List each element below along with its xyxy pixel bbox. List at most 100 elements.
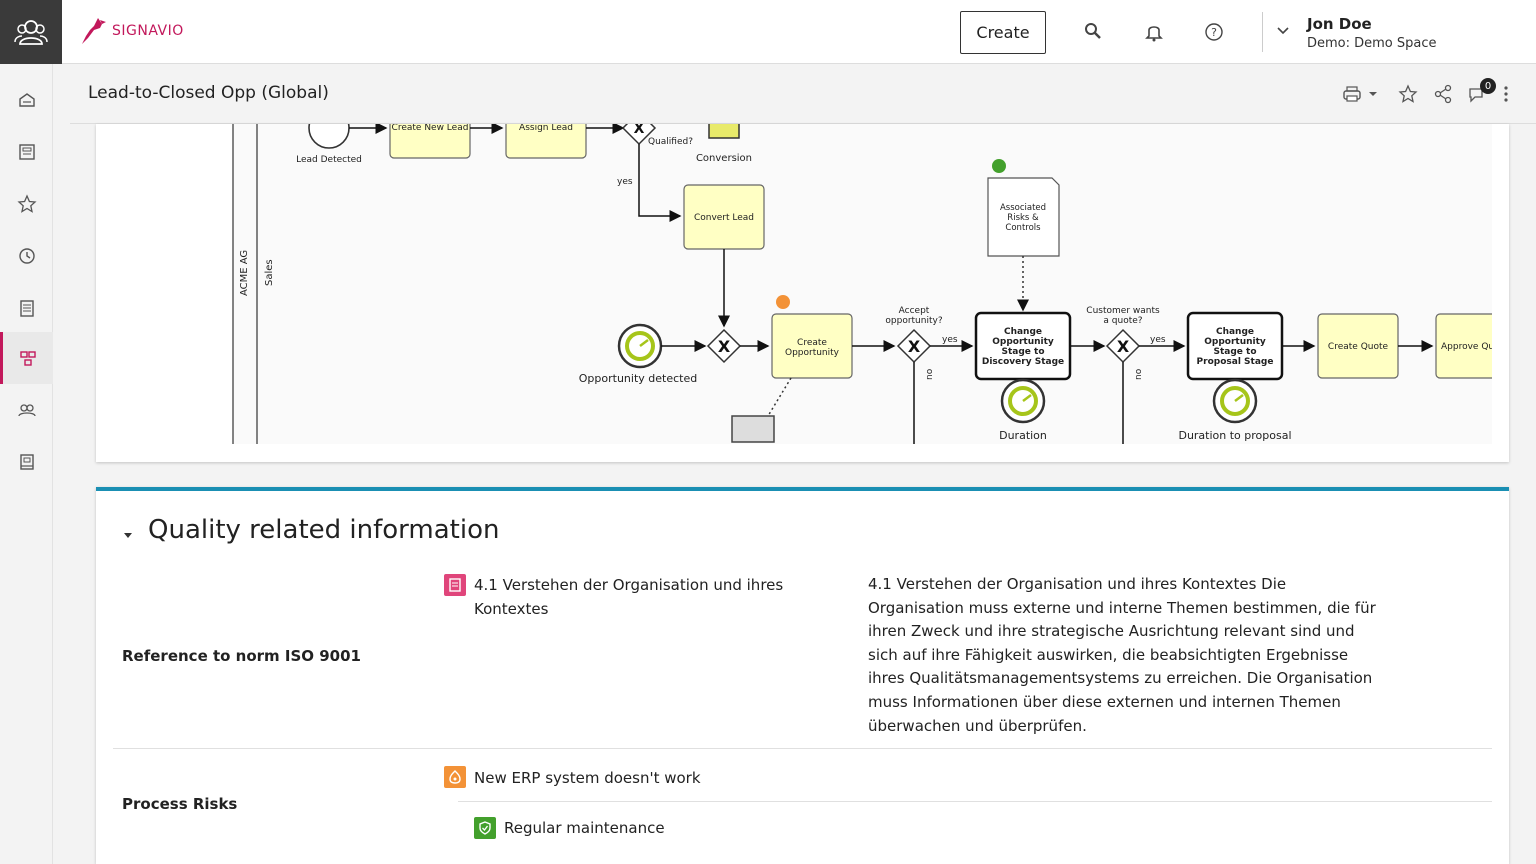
control-icon	[474, 817, 496, 839]
share-icon[interactable]	[1432, 83, 1454, 105]
gateway-qualified-label: Qualified?	[648, 137, 693, 147]
duration-label: Duration	[999, 429, 1047, 442]
flow-yes-2: yes	[942, 335, 958, 345]
task-create-new-lead[interactable]	[389, 124, 471, 159]
task-convert-lead-label: Convert Lead	[694, 213, 754, 223]
svg-text:X: X	[1117, 337, 1130, 356]
search-icon[interactable]	[1081, 20, 1105, 44]
favorites-icon	[16, 194, 37, 213]
deer-logo-icon	[82, 18, 106, 44]
dashboard-icon	[18, 144, 35, 160]
task-change-proposal-l2: Opportunity	[1204, 337, 1266, 347]
svg-text:X: X	[718, 337, 731, 356]
task-change-discovery-l2: Opportunity	[992, 337, 1054, 347]
home-icon	[18, 93, 35, 107]
title-bar: Lead-to-Closed Opp (Global)	[70, 64, 1536, 124]
sidebar-item-dashboard[interactable]	[0, 126, 53, 178]
norm-item-line2[interactable]: Kontextes	[474, 600, 549, 618]
gateway-merge[interactable]	[706, 328, 742, 364]
sidebar-item-collaboration[interactable]	[0, 384, 53, 436]
brand-name: SIGNAVIO	[112, 23, 184, 39]
lead-detected-label: Lead Detected	[296, 155, 362, 165]
norm-description: 4.1 Verstehen der Organisation und ihres…	[868, 575, 1376, 735]
more-menu-icon[interactable]	[1500, 83, 1512, 105]
signavio-logo[interactable]: SIGNAVIO	[80, 16, 184, 46]
task-create-quote-label: Create Quote	[1328, 342, 1389, 352]
task-assign-lead[interactable]	[505, 124, 587, 159]
gateway-quote-label2: a quote?	[1103, 316, 1142, 326]
svg-text:?: ?	[1211, 26, 1217, 39]
pool-label: ACME AG	[239, 250, 250, 296]
document-line2: Risks &	[1007, 213, 1039, 223]
sidebar-item-calendar[interactable]	[0, 282, 53, 334]
control-item[interactable]: Regular maintenance	[504, 819, 665, 837]
star-icon[interactable]	[1397, 83, 1419, 105]
bell-icon[interactable]	[1142, 20, 1166, 44]
task-approve-quote[interactable]	[1435, 313, 1509, 379]
collaboration-icon	[17, 404, 36, 417]
page-title: Lead-to-Closed Opp (Global)	[88, 83, 329, 103]
risks-label: Process Risks	[122, 795, 238, 813]
help-icon[interactable]: ?	[1202, 20, 1226, 44]
task-change-discovery-l4: Discovery Stage	[982, 357, 1064, 367]
sidebar-item-book[interactable]	[0, 436, 53, 488]
control-indicator-icon	[992, 159, 1006, 173]
sidebar-item-favorites[interactable]	[0, 178, 53, 230]
flow-no-1: no	[925, 368, 935, 380]
top-bar: SIGNAVIO Create ? Jon Doe Demo: Demo Spa…	[0, 0, 1536, 64]
print-icon[interactable]	[1342, 83, 1364, 105]
task-create-opportunity-label2: Opportunity	[785, 348, 840, 358]
calendar-icon	[19, 300, 34, 317]
gateway-accept-label1: Accept	[899, 306, 930, 316]
app-switcher[interactable]	[0, 0, 62, 64]
flow-no-2: no	[1134, 368, 1144, 380]
flow-yes-3: yes	[1150, 335, 1166, 345]
svg-text:X: X	[908, 337, 921, 356]
row-divider	[113, 748, 1492, 749]
process-diagram[interactable]: ACME AG Sales Lead Detected Create New L…	[96, 124, 1509, 462]
users-icon	[14, 20, 48, 45]
task-assign-lead-label: Assign Lead	[519, 124, 573, 133]
task-change-proposal-l1: Change	[1216, 327, 1254, 337]
document-line1: Associated	[1000, 203, 1046, 213]
task-create-opportunity-label1: Create	[797, 338, 827, 348]
norm-item-line1[interactable]: 4.1 Verstehen der Organisation und ihres	[474, 576, 784, 594]
sidebar-item-process[interactable]	[0, 332, 53, 384]
data-object[interactable]	[731, 415, 775, 443]
create-button[interactable]: Create	[960, 11, 1046, 54]
task-change-discovery-l3: Stage to	[1001, 347, 1044, 357]
quality-section: Quality related information Reference to…	[96, 487, 1509, 864]
comment-count-badge: 0	[1480, 78, 1496, 94]
document-line3: Controls	[1005, 223, 1041, 233]
sidebar-item-history[interactable]	[0, 230, 53, 282]
user-space[interactable]: Demo: Demo Space	[1307, 36, 1437, 51]
risk-indicator-icon	[776, 295, 790, 309]
process-icon	[20, 351, 36, 366]
task-change-discovery-l1: Change	[1004, 327, 1042, 337]
history-icon	[18, 248, 35, 264]
caret-down-icon[interactable]	[1366, 83, 1380, 105]
sidebar	[0, 64, 53, 864]
task-change-proposal-l3: Stage to	[1213, 347, 1256, 357]
chevron-down-icon[interactable]	[1276, 24, 1290, 43]
user-name[interactable]: Jon Doe	[1307, 15, 1372, 33]
conversion-label: Conversion	[696, 153, 752, 164]
gateway-accept-label2: opportunity?	[885, 316, 942, 326]
opportunity-detected-label: Opportunity detected	[579, 372, 697, 385]
header-divider	[1262, 12, 1263, 52]
document-risks-controls[interactable]	[987, 177, 1060, 257]
flow-yes-1: yes	[617, 177, 633, 187]
conversion-event[interactable]	[708, 124, 740, 139]
norm-icon	[444, 574, 466, 596]
collapse-toggle-icon[interactable]	[123, 527, 133, 545]
svg-text:X: X	[634, 124, 645, 137]
book-icon	[19, 454, 34, 470]
risk-item[interactable]: New ERP system doesn't work	[474, 769, 701, 787]
gateway-quote-label1: Customer wants	[1086, 306, 1160, 316]
section-title: Quality related information	[148, 515, 500, 545]
lane-label: Sales	[264, 259, 275, 286]
sidebar-item-home[interactable]	[0, 74, 53, 126]
task-create-new-lead-label: Create New Lead	[392, 124, 469, 133]
task-change-proposal-l4: Proposal Stage	[1197, 357, 1274, 367]
norm-label: Reference to norm ISO 9001	[122, 647, 361, 665]
